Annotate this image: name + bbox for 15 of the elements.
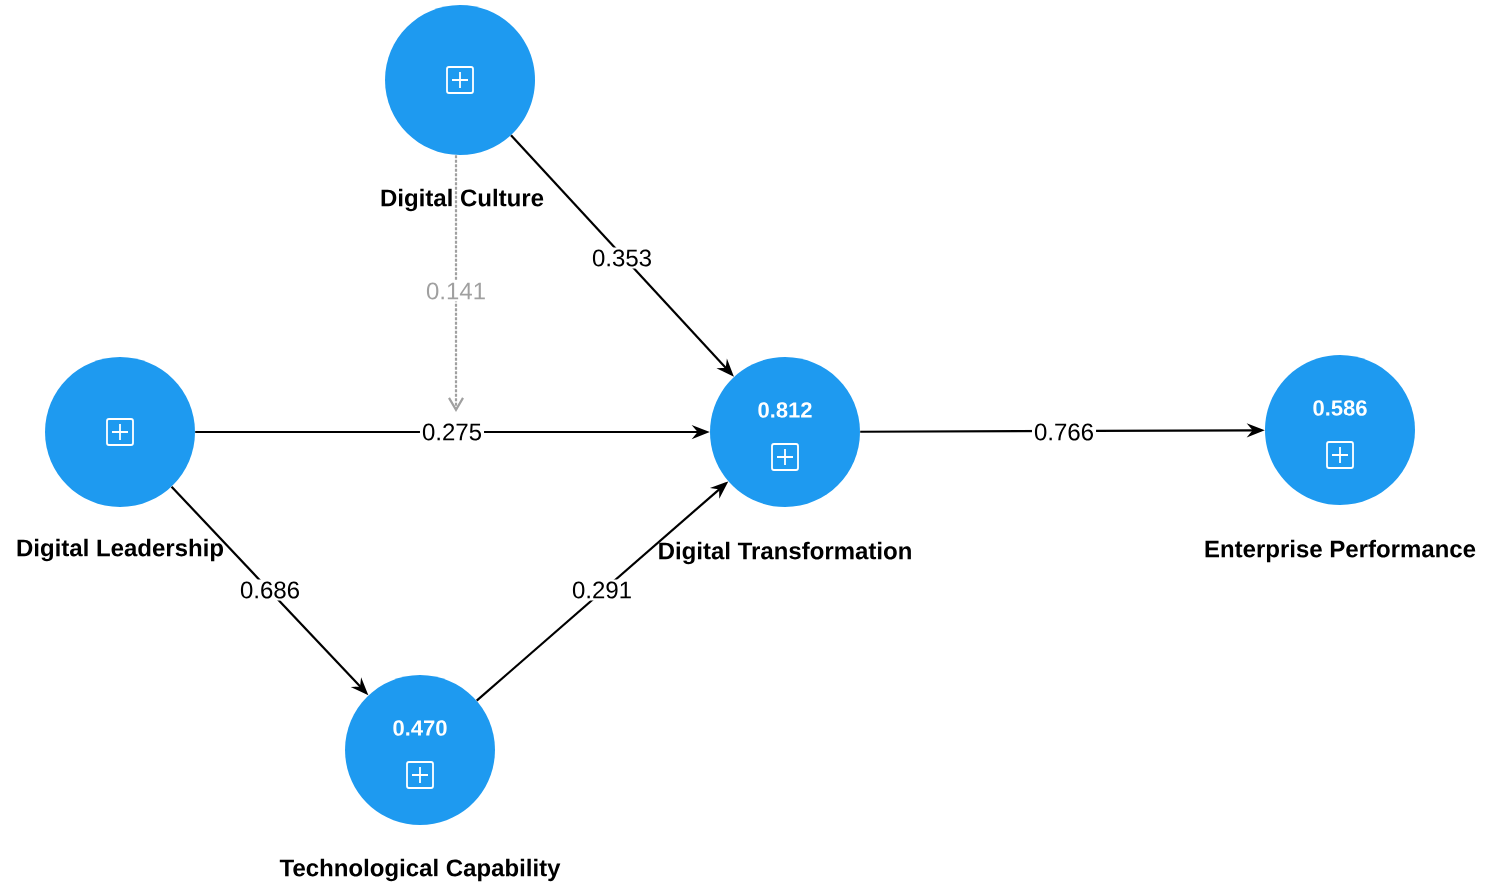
- value-label: 0.812: [758, 402, 812, 418]
- edge-label: 0.141: [423, 280, 489, 302]
- node-name: Digital Leadership: [15, 537, 225, 563]
- node-name: Digital Transformation: [656, 540, 914, 566]
- node-name: Digital Culture: [379, 187, 545, 213]
- edge-label: 0.766: [1032, 421, 1097, 443]
- value-label: 0.470: [393, 720, 447, 736]
- arrow: [448, 155, 464, 412]
- node-name: Technological Capability: [278, 857, 562, 883]
- value-label: 0.586: [1313, 400, 1367, 416]
- edge-label: 0.353: [590, 247, 655, 269]
- edge-label: 0.291: [570, 579, 635, 601]
- edge-label: 0.275: [419, 421, 485, 443]
- edge-label: 0.686: [237, 579, 303, 601]
- node-name: Enterprise Performance: [1202, 538, 1478, 564]
